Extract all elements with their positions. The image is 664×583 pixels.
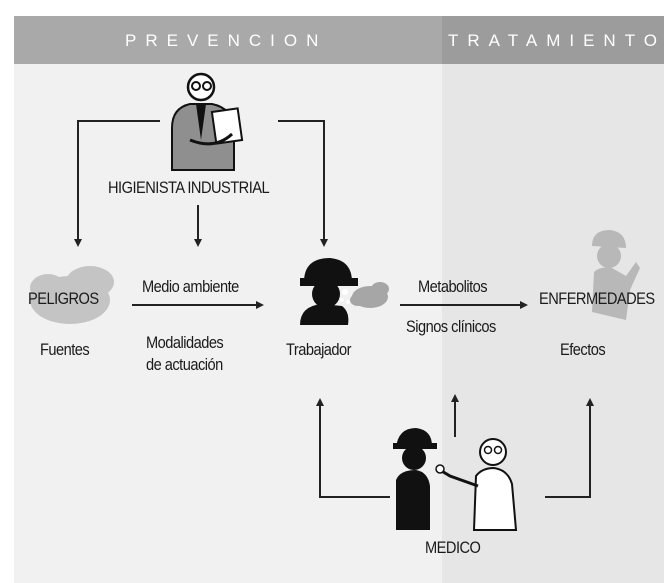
- medico-patient-figure-icon: [393, 428, 437, 530]
- signos-clinicos-label: Signos clínicos: [406, 317, 496, 336]
- efectos-label: Efectos: [560, 340, 606, 359]
- arrow-medico-to-trabajador: [316, 398, 390, 498]
- modalidades-label-line2: de actuación: [146, 355, 223, 374]
- trabajador-label: Trabajador: [286, 340, 352, 359]
- medio-ambiente-label: Medio ambiente: [142, 277, 239, 296]
- peligros-label: PELIGROS: [28, 289, 99, 308]
- arrow-medico-to-enfermedades: [545, 398, 594, 498]
- header-band-treatment: [442, 16, 664, 64]
- section-prevencion-label: PREVENCION: [125, 31, 328, 50]
- arrow-higienista-to-peligros: [74, 120, 160, 247]
- higienista-label: HIGIENISTA INDUSTRIAL: [108, 178, 270, 197]
- header-band-prevention: [14, 16, 442, 64]
- metabolitos-label: Metabolitos: [418, 277, 488, 296]
- medico-doctor-figure-icon: [435, 438, 518, 531]
- trabajador-figure-icon: [300, 258, 358, 325]
- peligros-cloud-icon: [30, 266, 114, 324]
- section-tratamiento-label: TRATAMIENTO: [448, 31, 664, 50]
- higienista-figure-icon: [171, 72, 244, 171]
- smoke-cloud-icon: [350, 282, 389, 308]
- arrow-higienista-to-trabajador: [278, 120, 328, 247]
- enfermedades-figure-icon: [592, 230, 640, 320]
- medico-label: MEDICO: [425, 538, 481, 557]
- fuentes-label: Fuentes: [40, 340, 90, 359]
- enfermedades-label: ENFERMEDADES: [539, 289, 655, 308]
- modalidades-label-line1: Modalidades: [146, 333, 224, 352]
